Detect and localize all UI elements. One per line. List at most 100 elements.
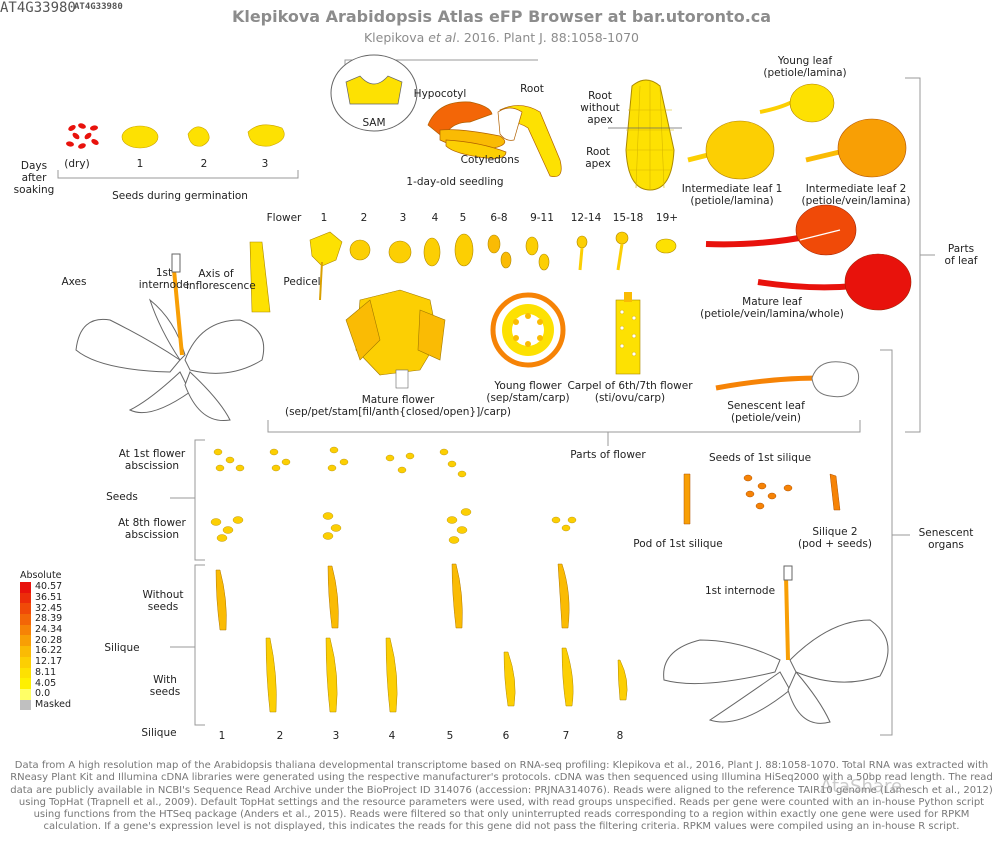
root-apex xyxy=(608,79,682,191)
legend-value: 4.05 xyxy=(35,677,57,689)
legend-value: 20.28 xyxy=(35,634,63,646)
legend-swatch xyxy=(20,592,31,604)
one-day-seedling-label: 1-day-old seedling xyxy=(406,176,504,188)
hypocotyl-label: Hypocotyl xyxy=(413,88,467,100)
pod-of-1st-silique-label: Pod of 1st silique xyxy=(633,538,723,550)
mature-flower-label: Mature flower(sep/pet/stam[fil/anth{clos… xyxy=(284,394,512,418)
silique-number-7: 7 xyxy=(562,730,570,742)
legend-value: Masked xyxy=(35,698,72,710)
legend-title: Absolute xyxy=(20,570,62,581)
legend-entry: 16.22 xyxy=(20,646,71,657)
seed-day-1: 1 xyxy=(136,158,144,170)
flower-stage-6-8: 6-8 xyxy=(490,212,508,224)
carpel-label: Carpel of 6th/7th flower(sti/ovu/carp) xyxy=(567,380,693,404)
seeds-of-1st-silique-label: Seeds of 1st silique xyxy=(708,452,812,464)
legend-swatch xyxy=(20,582,31,593)
watermark: AtaShare xyxy=(820,776,903,797)
flower-stage-1: 1 xyxy=(320,212,328,224)
young-flower-label: Young flower(sep/stam/carp) xyxy=(486,380,570,404)
cotyledons-label: Cotyledons xyxy=(460,154,520,166)
seedling xyxy=(427,101,562,177)
carpel xyxy=(615,292,641,375)
senescent-internode-label: 1st internode xyxy=(704,585,776,597)
bracket-lines xyxy=(57,59,935,736)
legend-entry: 12.17 xyxy=(20,657,71,668)
legend-value: 16.22 xyxy=(35,645,63,657)
flower-stage-2: 2 xyxy=(360,212,368,224)
silique-number-6: 6 xyxy=(502,730,510,742)
legend-entry: 4.05 xyxy=(20,678,71,689)
legend-swatch xyxy=(20,688,31,700)
legend-swatch xyxy=(20,603,31,615)
legend-entry: 0.0 xyxy=(20,689,71,700)
legend-value: 8.11 xyxy=(35,666,57,678)
parts-of-flower-label: Parts of flower xyxy=(570,449,646,461)
silique-number-8: 8 xyxy=(616,730,624,742)
pedicel-label: Pedicel xyxy=(283,276,321,288)
mature-leaf-upper xyxy=(705,204,857,256)
legend-entry: 40.57 xyxy=(20,582,71,593)
page-subtitle: Klepikova et al. 2016. Plant J. 88:1058-… xyxy=(363,30,639,45)
seed-day-dry: (dry) xyxy=(64,158,90,170)
legend-entry: 36.51 xyxy=(20,593,71,604)
silique-number-3: 3 xyxy=(332,730,340,742)
legend-value: 24.34 xyxy=(35,624,63,636)
intermediate-leaf-1 xyxy=(687,120,775,180)
senescent-leaf-label: Senescent leaf(petiole/vein) xyxy=(727,400,805,424)
silique-label: Silique xyxy=(104,642,140,654)
data-source-footer: Data from A high resolution map of the A… xyxy=(10,760,993,833)
legend-value: 0.0 xyxy=(35,688,51,700)
senescent-rosette xyxy=(663,565,889,724)
legend-swatch xyxy=(20,614,31,625)
siliques-with-seeds xyxy=(265,637,628,713)
flower-stage-12-14: 12-14 xyxy=(570,212,602,224)
mature-flower xyxy=(345,289,446,389)
young-flower xyxy=(490,292,566,368)
silique-number-4: 4 xyxy=(388,730,396,742)
legend-entry: 24.34 xyxy=(20,625,71,636)
flower-stage-19-plus: 19+ xyxy=(655,212,679,224)
seeds-grid xyxy=(210,446,577,544)
seeds-during-germination-label: Seeds during germination xyxy=(112,190,248,202)
legend-entry: 8.11 xyxy=(20,666,71,679)
root-label: Root xyxy=(520,83,544,95)
legend-swatch xyxy=(20,678,31,689)
legend-swatch xyxy=(20,699,31,711)
legend-swatch xyxy=(20,635,31,647)
flower-stage-5: 5 xyxy=(459,212,467,224)
flower-stage-15-18: 15-18 xyxy=(612,212,644,224)
legend-swatch xyxy=(20,624,31,636)
intermediate-leaf-2-label: Intermediate leaf 2(petiole/vein/lamina) xyxy=(801,183,911,207)
sam-label: SAM xyxy=(362,117,386,129)
page-title: Klepikova Arabidopsis Atlas eFP Browser … xyxy=(231,7,772,26)
legend-value: 12.17 xyxy=(35,656,63,668)
flower-label: Flower xyxy=(266,212,302,224)
legend-swatch xyxy=(20,646,31,657)
flower-bracket xyxy=(267,420,861,433)
rosette-axes xyxy=(75,241,271,422)
young-leaf-label: Young leaf(petiole/lamina) xyxy=(763,55,847,79)
young-leaf xyxy=(759,83,835,123)
gene-id-label: AT4G33980 xyxy=(0,0,76,16)
sam-diagram xyxy=(330,54,418,132)
legend-value: 40.57 xyxy=(35,581,63,593)
flower-stage-4: 4 xyxy=(431,212,439,224)
legend-value: 36.51 xyxy=(35,592,63,604)
intermediate-leaf-2 xyxy=(805,118,907,178)
silique-number-5: 5 xyxy=(446,730,454,742)
leaf-bracket xyxy=(905,77,921,433)
legend-swatch xyxy=(20,667,31,679)
senescent-organs xyxy=(683,473,841,525)
germinating-seeds xyxy=(121,124,285,149)
